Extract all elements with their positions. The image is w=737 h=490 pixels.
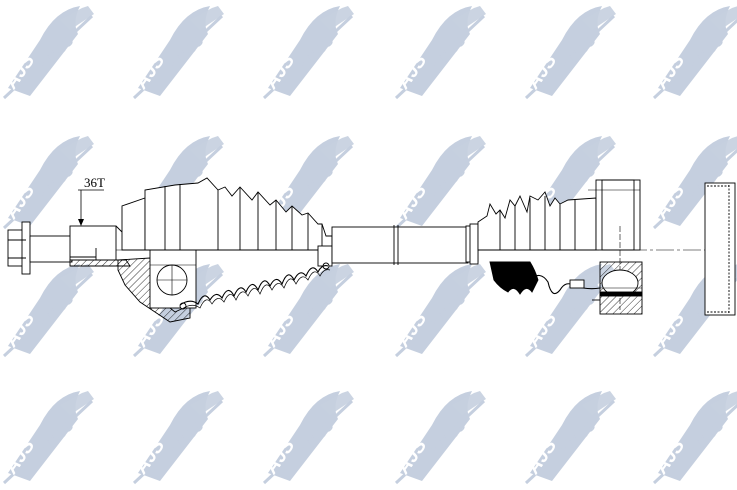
dust-cover-ring	[704, 182, 736, 316]
spline-count-label: 36T	[84, 175, 105, 190]
outer-boot	[144, 177, 333, 270]
hub-bolt	[7, 221, 73, 275]
outer-boot-section	[179, 265, 329, 306]
outer-stub-shaft	[69, 225, 131, 267]
outer-cv-joint	[117, 197, 197, 323]
inner-cv-joint	[588, 179, 643, 315]
intermediate-shaft	[331, 225, 469, 265]
inner-boot	[465, 191, 601, 295]
outer-boot-section-inner	[181, 269, 331, 310]
drive-shaft-drawing: 36T	[7, 175, 737, 323]
spline-callout: 36T	[78, 175, 105, 226]
